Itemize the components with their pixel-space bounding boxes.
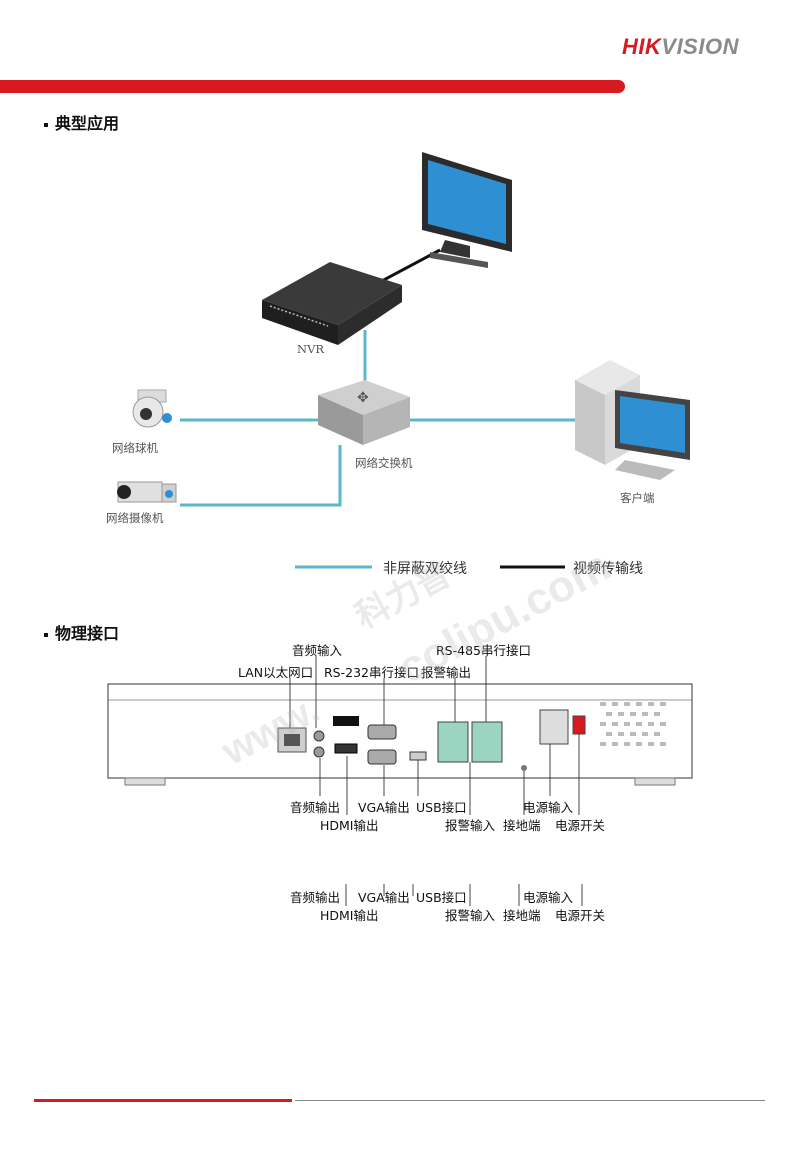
- client-label: 客户端: [620, 491, 655, 505]
- label-hdmi-out: HDMI输出: [320, 818, 379, 833]
- label-power-in-repeat: 电源输入: [523, 890, 574, 905]
- nvr-rear-panel: [107, 683, 693, 786]
- nvr-label: NVR: [297, 342, 325, 356]
- label-vga-out: VGA输出: [358, 800, 410, 815]
- label-ground-repeat: 接地端: [503, 908, 541, 923]
- label-ground: 接地端: [503, 818, 541, 833]
- section-title-typical-application: 典型应用: [44, 110, 119, 134]
- box-camera-label: 网络摄像机: [106, 511, 164, 525]
- label-rs232: RS-232串行接口: [324, 665, 419, 680]
- footer-red-line: [34, 1099, 292, 1102]
- label-lan: LAN以太网口: [238, 665, 314, 680]
- section1-title: 典型应用: [55, 114, 120, 133]
- box-camera-icon: [117, 481, 177, 503]
- label-audio-out-repeat: 音频输出: [290, 890, 341, 905]
- label-rs485: RS-485串行接口: [436, 643, 531, 658]
- dome-camera-label: 网络球机: [112, 441, 158, 455]
- label-power-in: 电源输入: [523, 800, 574, 815]
- section2-title: 物理接口: [55, 624, 120, 643]
- logo-vision: VISION: [661, 34, 739, 59]
- label-vga-out-repeat: VGA输出: [358, 890, 410, 905]
- label-hdmi-out-repeat: HDMI输出: [320, 908, 379, 923]
- legend-utp-text: 非屏蔽双绞线: [383, 561, 467, 577]
- network-switch-icon: ✥: [318, 380, 410, 445]
- label-power-switch: 电源开关: [555, 818, 606, 833]
- box-camera-switch-cable: [180, 445, 342, 507]
- client-computer-icon: [575, 360, 690, 480]
- logo-hik: HIK: [622, 34, 662, 59]
- switch-label: 网络交换机: [355, 456, 413, 470]
- bullet-icon: [44, 122, 48, 127]
- label-power-switch-repeat: 电源开关: [555, 908, 606, 923]
- legend-video-text: 视频传输线: [573, 561, 643, 577]
- bullet-icon: [44, 632, 48, 637]
- monitor-icon: [422, 152, 512, 268]
- leader-lines: [289, 656, 580, 815]
- network-diagram: ✥: [117, 152, 690, 569]
- label-audio-out: 音频输出: [290, 800, 341, 815]
- footer-gray-line: [295, 1100, 765, 1101]
- label-alarm-in-repeat: 报警输入: [445, 908, 496, 923]
- label-audio-in: 音频输入: [292, 643, 343, 658]
- section-title-physical-interface: 物理接口: [44, 620, 119, 644]
- hikvision-logo: HIKVISION: [622, 34, 739, 60]
- leader-lines-repeat: [345, 884, 583, 906]
- nvr-device-icon: [262, 262, 402, 345]
- header-red-bar: [0, 80, 625, 93]
- label-usb: USB接口: [416, 800, 467, 815]
- dome-camera-icon: [132, 389, 172, 428]
- rear-panel-diagram: [107, 656, 693, 906]
- label-alarm-in: 报警输入: [445, 818, 496, 833]
- utp-cables: [180, 330, 575, 507]
- label-alarm-out: 报警输出: [421, 665, 472, 680]
- label-usb-repeat: USB接口: [416, 890, 467, 905]
- svg-text:✥: ✥: [357, 390, 369, 406]
